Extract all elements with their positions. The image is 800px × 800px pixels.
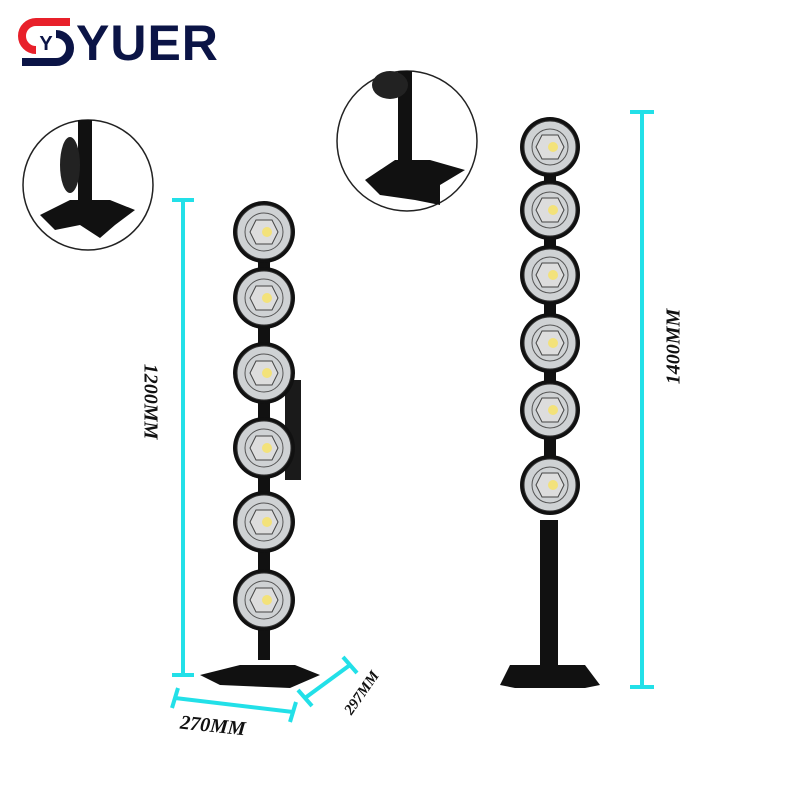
- led-light-head: [233, 569, 295, 631]
- led-light-head: [520, 117, 580, 177]
- led-light-head: [233, 267, 295, 329]
- led-light-head: [520, 380, 580, 440]
- led-light-head: [233, 417, 295, 479]
- light-stand-short: [200, 201, 320, 688]
- led-light-head: [520, 180, 580, 240]
- base-detail-inset-left: [22, 119, 154, 251]
- height-label-left: 1200MM: [139, 363, 162, 440]
- led-light-head: [233, 342, 295, 404]
- led-light-head: [520, 455, 580, 515]
- brand-logo-text: YUER: [76, 15, 219, 71]
- dimension-lines: [170, 110, 654, 723]
- led-light-head: [520, 245, 580, 305]
- height-label-right: 1400MM: [662, 308, 685, 385]
- base-detail-inset-right: [336, 70, 478, 212]
- led-light-head: [233, 491, 295, 553]
- led-light-head: [233, 201, 295, 263]
- svg-text:Y: Y: [39, 33, 53, 55]
- light-stand-tall: [500, 117, 600, 688]
- logo-icon: Y: [18, 18, 74, 66]
- led-light-head: [520, 313, 580, 373]
